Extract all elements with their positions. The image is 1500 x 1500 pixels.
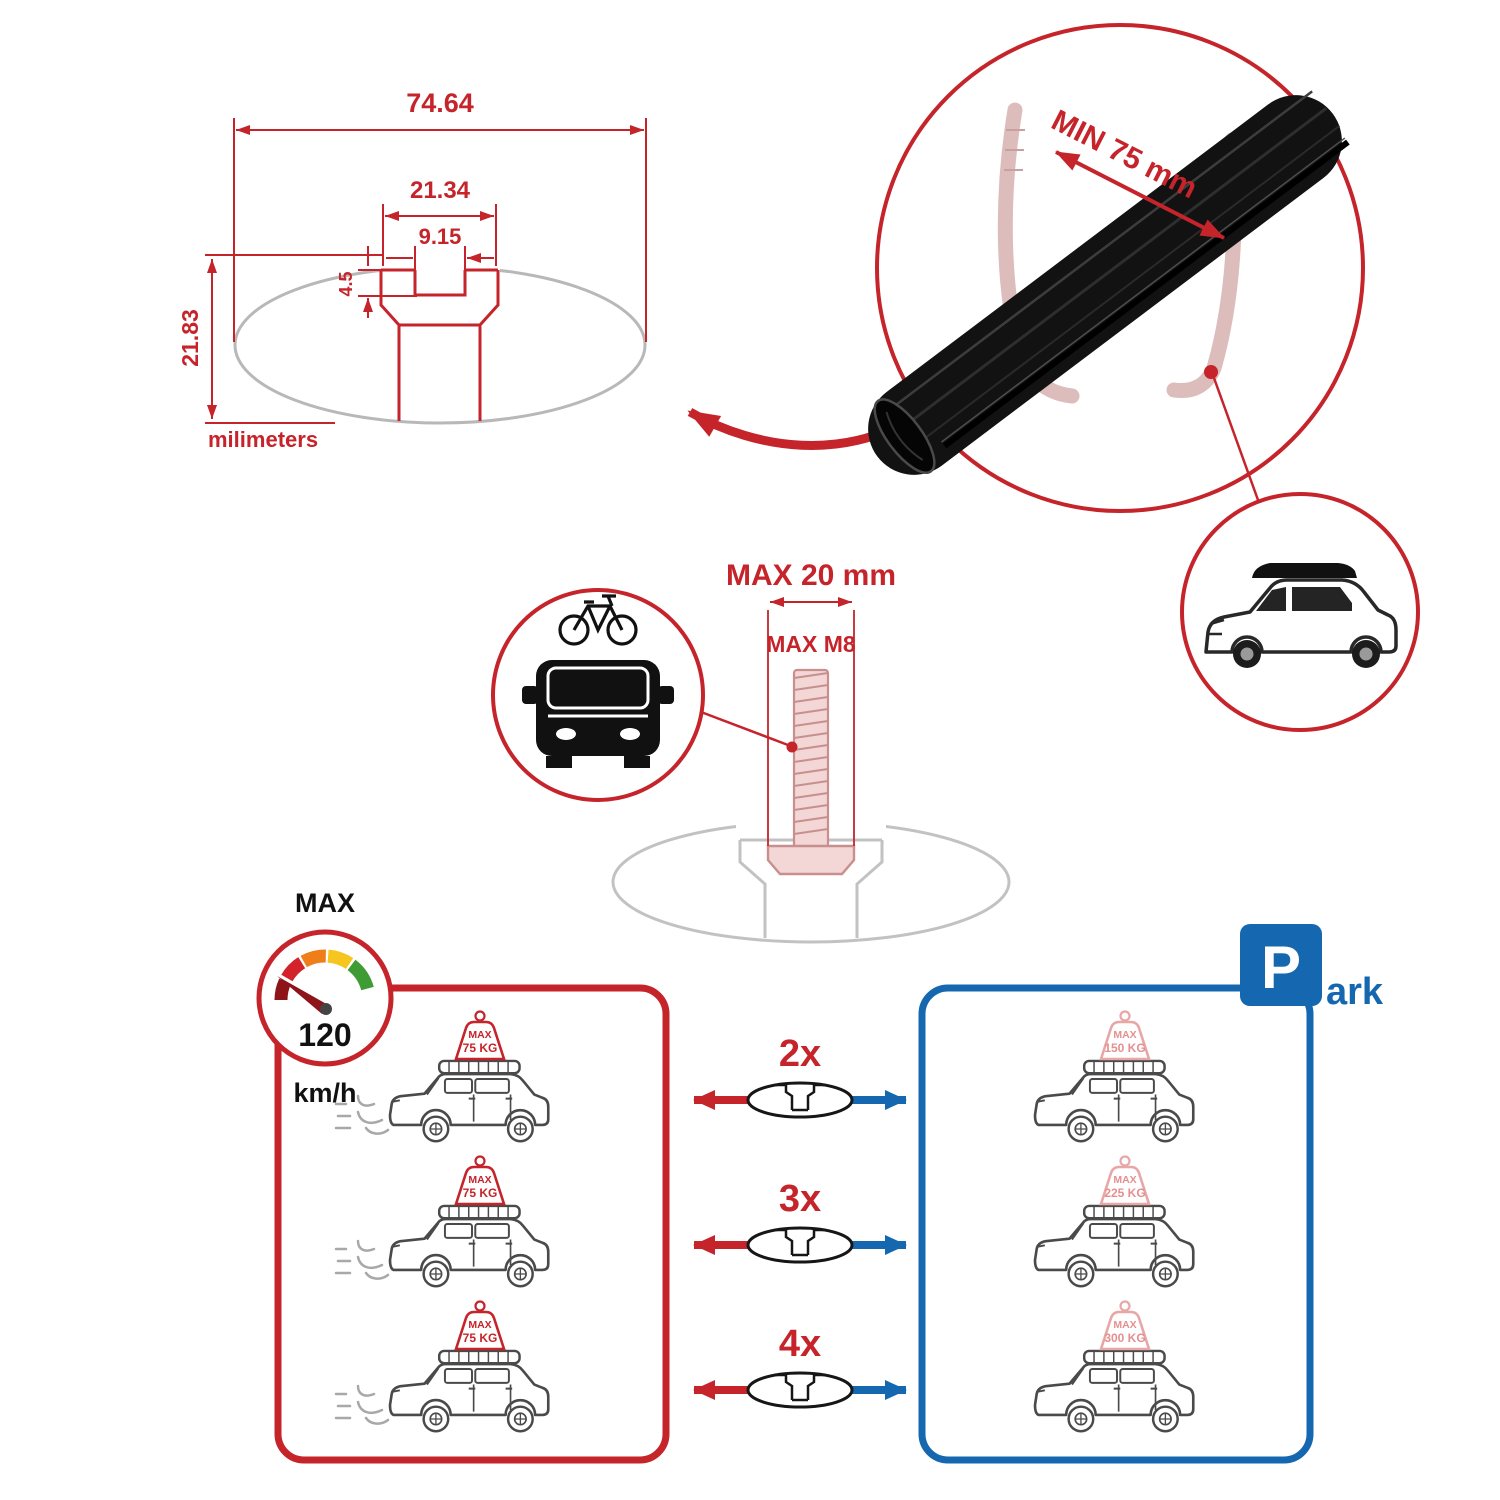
car-front-icon — [522, 660, 674, 768]
load-max-label: MAX — [1113, 1174, 1136, 1186]
bolt-leader-dot — [786, 741, 798, 753]
gauge-needle — [277, 976, 330, 1014]
crossbar-section-icon — [746, 1081, 854, 1119]
gauge-arc-yellow — [327, 949, 354, 970]
min-span-arrow — [1055, 150, 1225, 240]
suv-body — [1204, 578, 1398, 654]
suv-rear-window — [1292, 587, 1352, 611]
roof-box — [1252, 563, 1357, 578]
dim-total-width-label: 74.64 — [406, 88, 474, 118]
car-wheel-left — [546, 756, 572, 768]
load-value-label: 225 KG — [1104, 1186, 1145, 1200]
clamp-leader-line — [1212, 377, 1260, 501]
bolt-width-extensions — [767, 610, 855, 846]
gauge-arc-green — [347, 959, 374, 991]
load-max-label: MAX — [1113, 1319, 1136, 1331]
load-value-label: 75 KG — [463, 1041, 498, 1055]
comparison-row-3: 4x — [693, 1323, 907, 1409]
bolt-threads — [793, 672, 829, 835]
bar-count-label: 4x — [779, 1323, 821, 1365]
car-headlight-left — [556, 728, 576, 740]
load-max-label: MAX — [468, 1319, 491, 1331]
crossbar-section-icon — [746, 1226, 854, 1264]
max-thread-label: MAX M8 — [766, 631, 856, 657]
dim-total-width-extensions — [233, 118, 647, 342]
gauge-max-label: MAX — [295, 888, 355, 918]
load-value-label: 300 KG — [1104, 1331, 1145, 1345]
gauge-hub — [320, 1003, 332, 1015]
load-max-label: MAX — [468, 1174, 491, 1186]
crossbar-section-icon — [746, 1371, 854, 1409]
dim-lip-depth-label: 4.5 — [336, 271, 356, 296]
dimension-diagram: 74.64 21.34 9.15 4.5 21.83 milimeters — [177, 88, 647, 452]
car-headlight-right — [620, 728, 640, 740]
roof-load-badge: MAX 225 KG — [1099, 1155, 1151, 1206]
park-sign-square — [1240, 924, 1322, 1006]
crossbar-end-cap — [873, 398, 936, 474]
clamp-point-marker — [1204, 365, 1218, 379]
car-windshield — [546, 666, 650, 710]
car-wheel-right — [624, 756, 650, 768]
bike-icon — [558, 594, 638, 646]
park-sign: P ark — [1240, 924, 1384, 1013]
roof-load-badge: MAX 75 KG — [454, 1300, 506, 1351]
suv-roofbox-circle — [1180, 492, 1420, 732]
bar-count-label: 2x — [779, 1033, 821, 1075]
load-value-label: 75 KG — [463, 1331, 498, 1345]
park-sign-suffix: ark — [1326, 971, 1384, 1013]
dim-slot-width-label: 9.15 — [419, 224, 462, 249]
bolt-diagram: MAX 20 mm MAX M8 — [611, 559, 1011, 944]
max-bolt-width-label: MAX 20 mm — [726, 559, 896, 592]
comparison-row-1: 2x — [693, 1033, 907, 1119]
gauge-arc-darkred — [274, 978, 292, 1001]
crossbar-t-slot — [942, 139, 1350, 449]
suv-front-window — [1256, 587, 1286, 611]
roof-load-badge: MAX 150 KG — [1099, 1010, 1151, 1061]
car-mirror-right — [658, 686, 674, 704]
dim-total-height-references — [205, 254, 383, 424]
vehicle-front-circle — [491, 588, 705, 802]
crossbar-detail-circle: MIN 75 mm — [868, 23, 1365, 513]
car-mirror-left — [522, 686, 538, 704]
roof-load-badge: MAX 300 KG — [1099, 1300, 1151, 1351]
gauge-arcs — [274, 949, 374, 1001]
bolt-leader-line — [700, 710, 789, 747]
gauge-arc-orange — [300, 949, 327, 968]
unit-label: milimeters — [208, 427, 318, 452]
ghost-profile-cross-section — [738, 838, 884, 938]
load-value-label: 75 KG — [463, 1186, 498, 1200]
comparison-row-2: 3x — [693, 1178, 907, 1264]
dim-channel-width-label: 21.34 — [410, 177, 471, 204]
roof-load-badge: MAX 75 KG — [454, 1155, 506, 1206]
load-value-label: 150 KG — [1104, 1041, 1145, 1055]
load-max-label: MAX — [1113, 1029, 1136, 1041]
suv-front-details — [1208, 618, 1225, 636]
load-max-label: MAX — [468, 1029, 491, 1041]
suv-illustration — [1204, 563, 1398, 668]
gauge-arc-red — [281, 957, 306, 982]
dim-total-height-label: 21.83 — [177, 309, 203, 367]
park-sign-letter: P — [1261, 934, 1301, 1001]
gauge-value: 120 — [298, 1017, 351, 1053]
roof-load-badge: MAX 75 KG — [454, 1010, 506, 1061]
bolt-t-head — [766, 844, 856, 876]
bar-count-label: 3x — [779, 1178, 821, 1220]
